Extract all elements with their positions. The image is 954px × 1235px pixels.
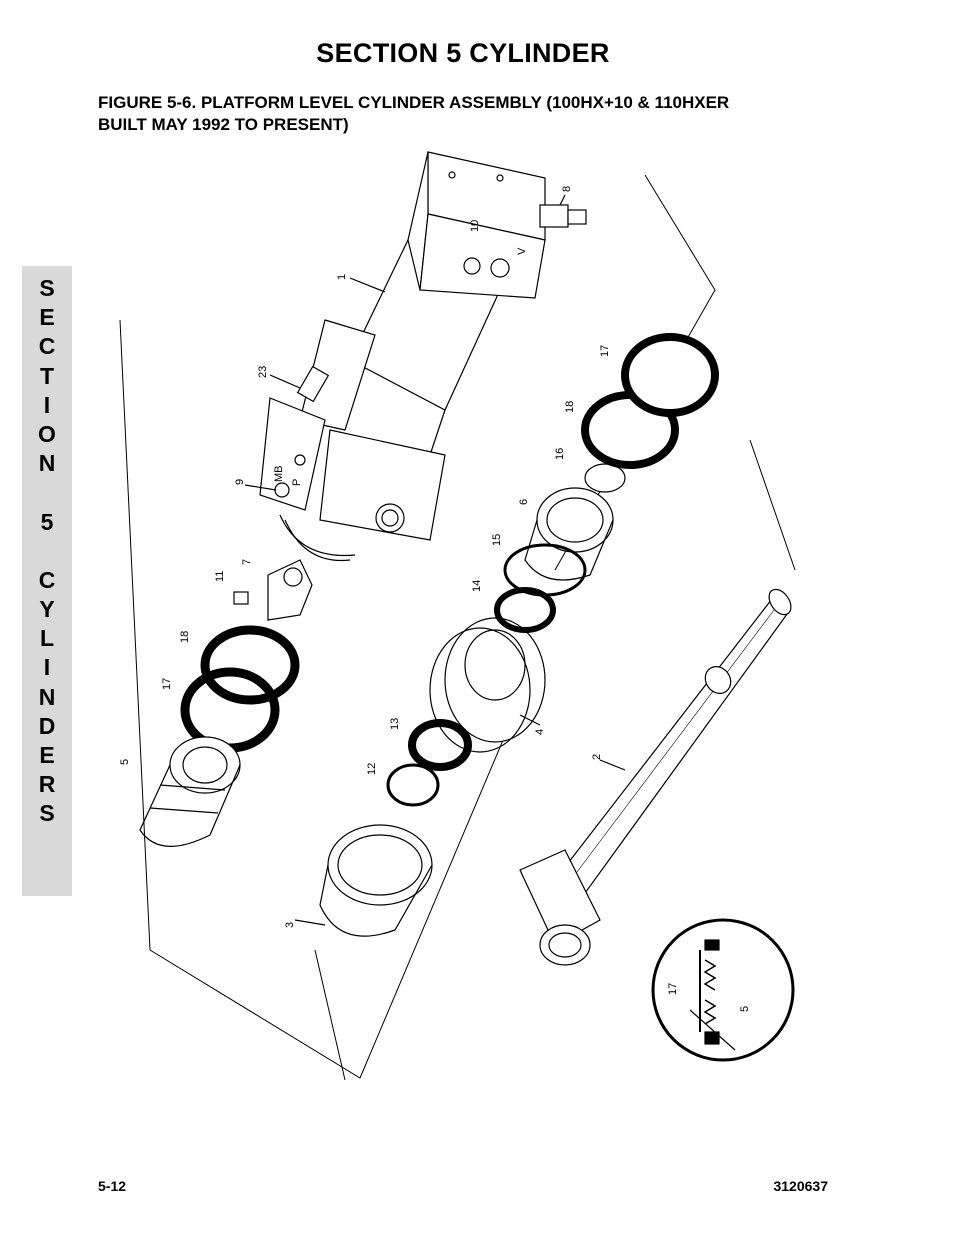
callout-17-left: 17 <box>161 678 173 690</box>
cylinder-exploded-diagram: 1 2 3 4 5 6 7 8 9 10 11 12 13 14 15 16 1… <box>119 151 796 1081</box>
side-tab-letter: E <box>39 742 55 768</box>
side-tab-letter: Y <box>39 596 55 623</box>
leader-2 <box>599 759 626 771</box>
figure-caption-line-2: BUILT MAY 1992 TO PRESENT) <box>98 115 349 134</box>
callout-16: 16 <box>554 448 566 460</box>
side-tab-letter: I <box>43 654 51 681</box>
callout-17-detail: 17 <box>667 983 679 995</box>
callout-6: 6 <box>518 499 530 505</box>
callout-labels: 1 2 3 4 5 6 7 8 9 10 11 12 13 14 15 16 1… <box>119 186 751 1012</box>
side-tab-letter <box>22 537 72 566</box>
figure-caption: FIGURE 5-6. PLATFORM LEVEL CYLINDER ASSE… <box>98 92 858 136</box>
section-title: SECTION 5 CYLINDER <box>316 38 610 68</box>
leader-23 <box>269 374 301 389</box>
mark-v: V <box>516 247 528 255</box>
seal-18-left <box>200 625 300 705</box>
mark-p: P <box>291 479 303 486</box>
side-tab-letter: T <box>39 362 55 389</box>
side-tab-letter: R <box>38 771 56 798</box>
callout-9: 9 <box>234 479 246 485</box>
callout-17: 17 <box>599 345 611 357</box>
counterbalance-valve <box>259 365 330 511</box>
side-tab-letter <box>22 478 72 507</box>
rod-eye <box>519 849 601 966</box>
callout-4: 4 <box>534 729 546 735</box>
piston-rod <box>554 588 792 901</box>
side-tab-letter: I <box>43 391 51 418</box>
callout-2: 2 <box>591 754 603 760</box>
callout-18-left: 18 <box>179 631 191 643</box>
cartridge-valve <box>539 204 587 228</box>
callout-5: 5 <box>119 759 131 765</box>
leader-3 <box>294 919 326 926</box>
document-number: 3120637 <box>773 1178 828 1194</box>
o-ring-15 <box>503 543 587 597</box>
page-number: 5-12 <box>98 1178 127 1194</box>
callout-8: 8 <box>561 186 573 192</box>
side-tab-letter: N <box>38 450 56 477</box>
leader-4 <box>519 714 541 726</box>
callout-12: 12 <box>366 763 378 775</box>
side-tab-letter: L <box>39 625 55 652</box>
side-tab-letter: S <box>39 800 55 827</box>
callout-23: 23 <box>257 366 269 378</box>
side-tab-letter: C <box>38 566 56 593</box>
leader-9 <box>244 484 277 491</box>
callout-7: 7 <box>241 559 253 565</box>
seal-17-left <box>180 667 280 753</box>
callout-3: 3 <box>284 922 296 928</box>
callout-1: 1 <box>336 274 348 280</box>
cylinder-head <box>319 824 433 937</box>
leader-1 <box>349 277 386 293</box>
assembly-guide-line-right <box>749 439 796 571</box>
valve-block-top <box>407 151 546 299</box>
leader-8 <box>559 194 566 206</box>
side-tab-letter: S <box>39 275 55 301</box>
seal-16 <box>584 463 626 493</box>
section-side-tab: S E C T I O N 5 C Y L I N D E R S <box>22 266 72 896</box>
callout-11: 11 <box>214 571 226 582</box>
fitting <box>233 559 313 621</box>
figure-caption-line-1: FIGURE 5-6. PLATFORM LEVEL CYLINDER ASSE… <box>98 93 730 112</box>
gland-5 <box>139 736 241 847</box>
spacer <box>524 487 614 581</box>
backup-ring-14 <box>494 587 556 633</box>
callout-13: 13 <box>389 718 401 730</box>
callout-5-detail: 5 <box>739 1006 751 1012</box>
side-tab-letter: D <box>38 712 56 739</box>
wiper-13 <box>408 719 472 771</box>
callout-18: 18 <box>564 401 576 413</box>
ring-12 <box>386 763 440 807</box>
callout-15: 15 <box>491 534 503 546</box>
side-tab-letter: 5 <box>40 508 54 535</box>
seal-17-right <box>621 333 719 417</box>
mark-mb: MB <box>273 466 285 483</box>
callout-10: 10 <box>469 220 481 232</box>
assembly-guide-line-mid <box>119 319 521 1079</box>
side-tab-letter: C <box>38 333 56 360</box>
callout-14: 14 <box>471 580 483 592</box>
side-tab-letter: O <box>38 420 56 447</box>
detail-view <box>651 918 795 1062</box>
side-tab-letter: N <box>38 683 56 710</box>
piston <box>429 617 546 753</box>
assembly-guide-line-lower <box>314 949 346 1081</box>
side-tab-letter: E <box>39 304 55 331</box>
